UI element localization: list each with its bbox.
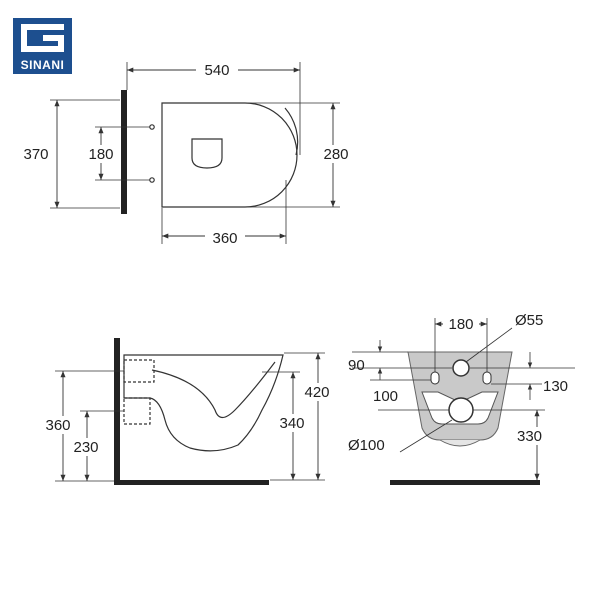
dim-rim-height: 340	[279, 415, 304, 432]
bowl-outline	[161, 102, 298, 208]
rear-dim-top-offset: 90	[348, 357, 365, 374]
rear-dim-inlet-offset: 100	[373, 388, 398, 405]
dim-total-height: 420	[304, 384, 329, 401]
side-view	[55, 338, 325, 485]
inlet-hole	[452, 359, 470, 377]
fixing-hole	[149, 177, 155, 183]
dim-bowl-width: 280	[323, 146, 348, 163]
dim-height-total: 370	[23, 146, 48, 163]
bowl-inner-curve	[151, 361, 276, 419]
dim-bowl-length: 360	[212, 230, 237, 247]
dim-outlet-height: 360	[45, 417, 70, 434]
rear-view	[352, 318, 575, 485]
rear-dim-outlet-diameter: Ø100	[348, 437, 385, 454]
rear-dim-outlet-height: 330	[517, 428, 542, 445]
floor-line	[390, 480, 540, 485]
floor-line	[114, 480, 269, 485]
bowl-opening	[191, 138, 223, 169]
brand-logo: SINANI	[13, 18, 72, 74]
bowl-side-outline	[123, 354, 284, 452]
logo-mark-icon	[21, 24, 64, 52]
rear-dim-fixing-spacing: 180	[448, 316, 473, 333]
outlet-hole	[448, 397, 474, 423]
inlet-pipe	[123, 359, 155, 383]
brand-name: SINANI	[20, 58, 65, 72]
fixing-slot	[430, 371, 440, 385]
dim-width-total: 540	[204, 62, 229, 79]
dim-fixing-spacing: 180	[88, 146, 113, 163]
fixing-hole	[149, 124, 155, 130]
top-view	[50, 62, 340, 244]
rear-dim-inlet-diameter: Ø55	[515, 312, 543, 329]
wall-plate	[121, 90, 127, 214]
fixing-slot	[482, 371, 492, 385]
bowl-rim-curve	[284, 107, 299, 156]
rear-dim-right-offset: 130	[543, 378, 568, 395]
outlet-pipe	[123, 397, 151, 425]
dim-inlet-height: 230	[73, 439, 98, 456]
